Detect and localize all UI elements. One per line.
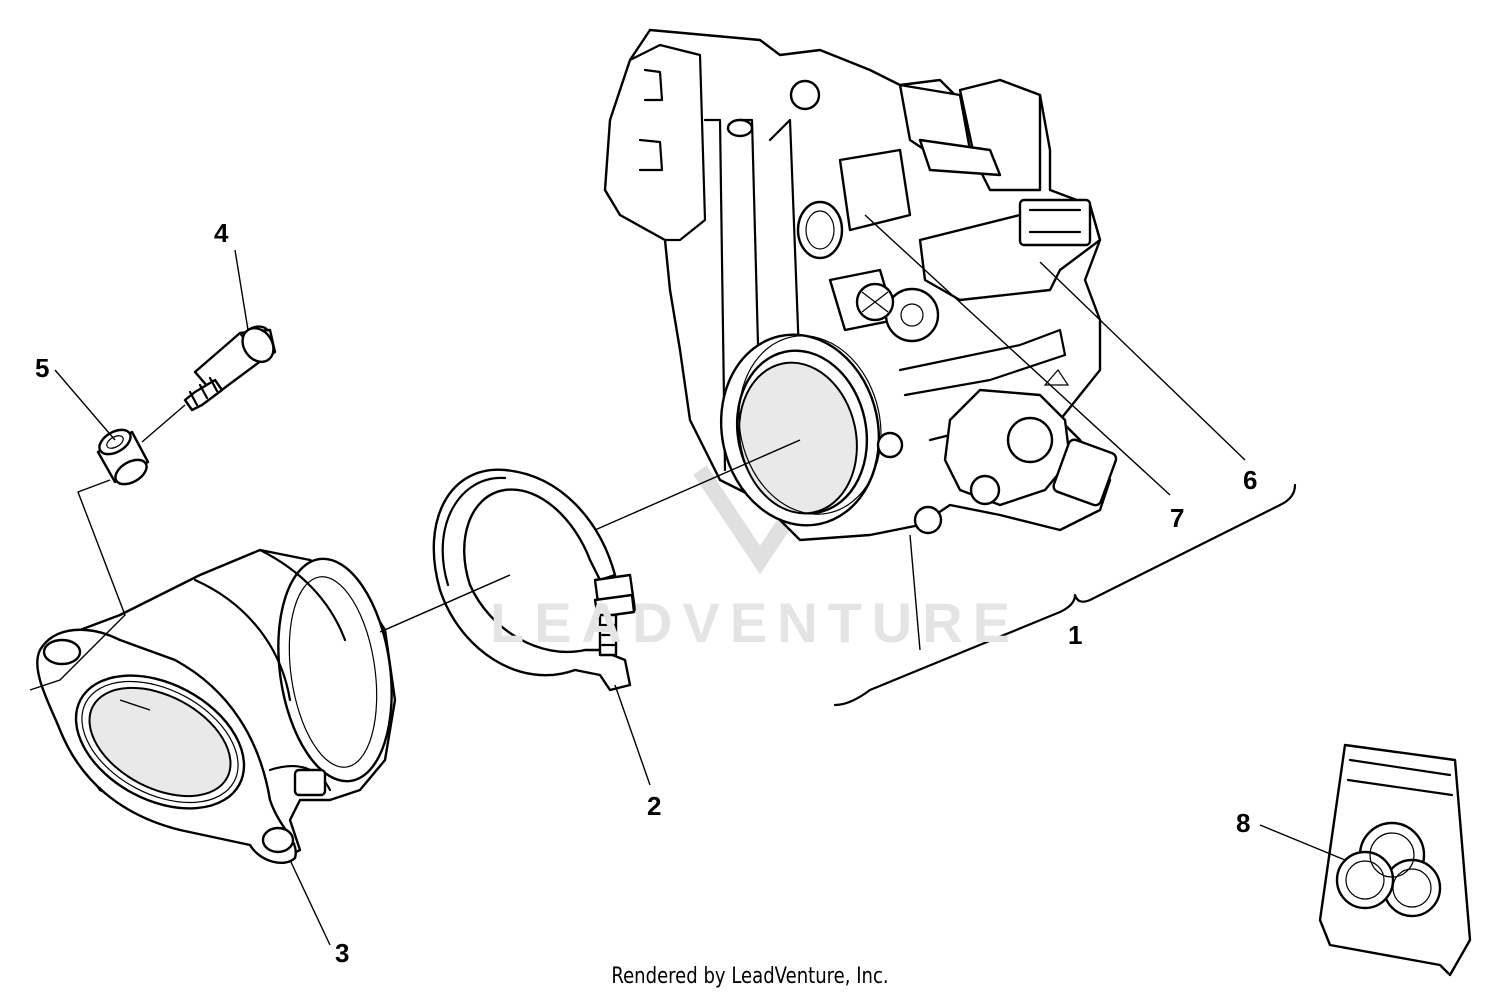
throttle-body-assembly[interactable]	[603, 28, 1118, 542]
callout-6[interactable]: 6	[1243, 465, 1258, 495]
footer-credit: Rendered by LeadVenture, Inc.	[611, 964, 889, 989]
callout-7[interactable]: 7	[1170, 503, 1185, 533]
callout-2[interactable]: 2	[647, 791, 662, 821]
kit-bag-part[interactable]	[1318, 743, 1472, 977]
callout-8[interactable]: 8	[1236, 808, 1251, 838]
leader-lines	[29, 214, 1346, 946]
assembly-bracket	[833, 483, 1297, 707]
clamp-part[interactable]	[432, 468, 637, 692]
bolt-part[interactable]	[183, 321, 280, 412]
intake-boot-part[interactable]	[36, 548, 405, 864]
callout-4[interactable]: 4	[214, 218, 229, 248]
watermark-text: LEADVENTURE	[490, 591, 1021, 654]
callout-3[interactable]: 3	[335, 938, 350, 968]
callout-1[interactable]: 1	[1068, 620, 1083, 650]
callout-5[interactable]: 5	[35, 353, 50, 383]
sleeve-part[interactable]	[95, 425, 150, 489]
